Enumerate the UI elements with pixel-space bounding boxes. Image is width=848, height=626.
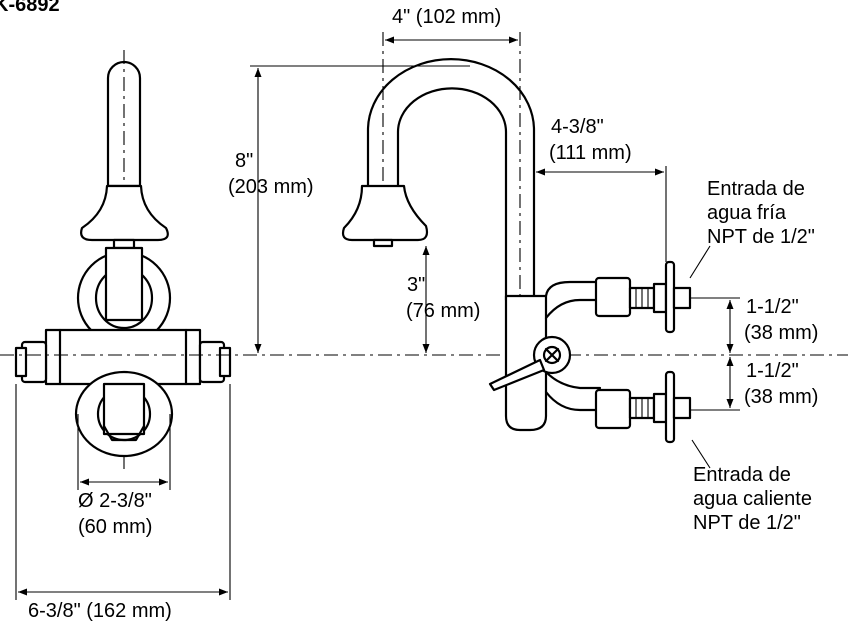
hot-inlet-label-line3: NPT de 1/2" (693, 512, 801, 534)
dim-spout-height-mm: (203 mm) (228, 176, 314, 198)
front-view (14, 50, 232, 600)
dim-outlet-height-mm: (76 mm) (406, 300, 481, 322)
dim-lower-offset-mm: (38 mm) (744, 386, 819, 408)
cold-inlet-label-line3: NPT de 1/2" (707, 226, 815, 248)
dim-spout-clearance-mm: (111 mm) (549, 142, 632, 164)
model-number-title: K-6892 (0, 0, 60, 16)
dim-lower-offset-in: 1-1/2" (746, 360, 799, 382)
dimension-lines (250, 36, 734, 408)
dim-spout-clearance-in: 4-3/8" (551, 116, 604, 138)
dim-flange-diameter-mm: (60 mm) (78, 516, 153, 538)
dim-spout-reach: 4" (102 mm) (392, 6, 502, 28)
dim-spout-height-in: 8" (235, 150, 254, 172)
dim-overall-width: 6-3/8" (162 mm) (28, 600, 172, 622)
dim-flange-diameter-in: Ø 2-3/8" (78, 490, 152, 512)
dim-outlet-height-in: 3" (407, 274, 426, 296)
dim-upper-offset-mm: (38 mm) (744, 322, 819, 344)
cold-inlet-label-line1: Entrada de (707, 178, 805, 200)
side-view (341, 32, 740, 469)
cold-inlet-label-line2: agua fría (707, 202, 786, 224)
hot-inlet-label-line1: Entrada de (693, 464, 791, 486)
dim-upper-offset-in: 1-1/2" (746, 296, 799, 318)
hot-inlet-label-line2: agua caliente (693, 488, 812, 510)
